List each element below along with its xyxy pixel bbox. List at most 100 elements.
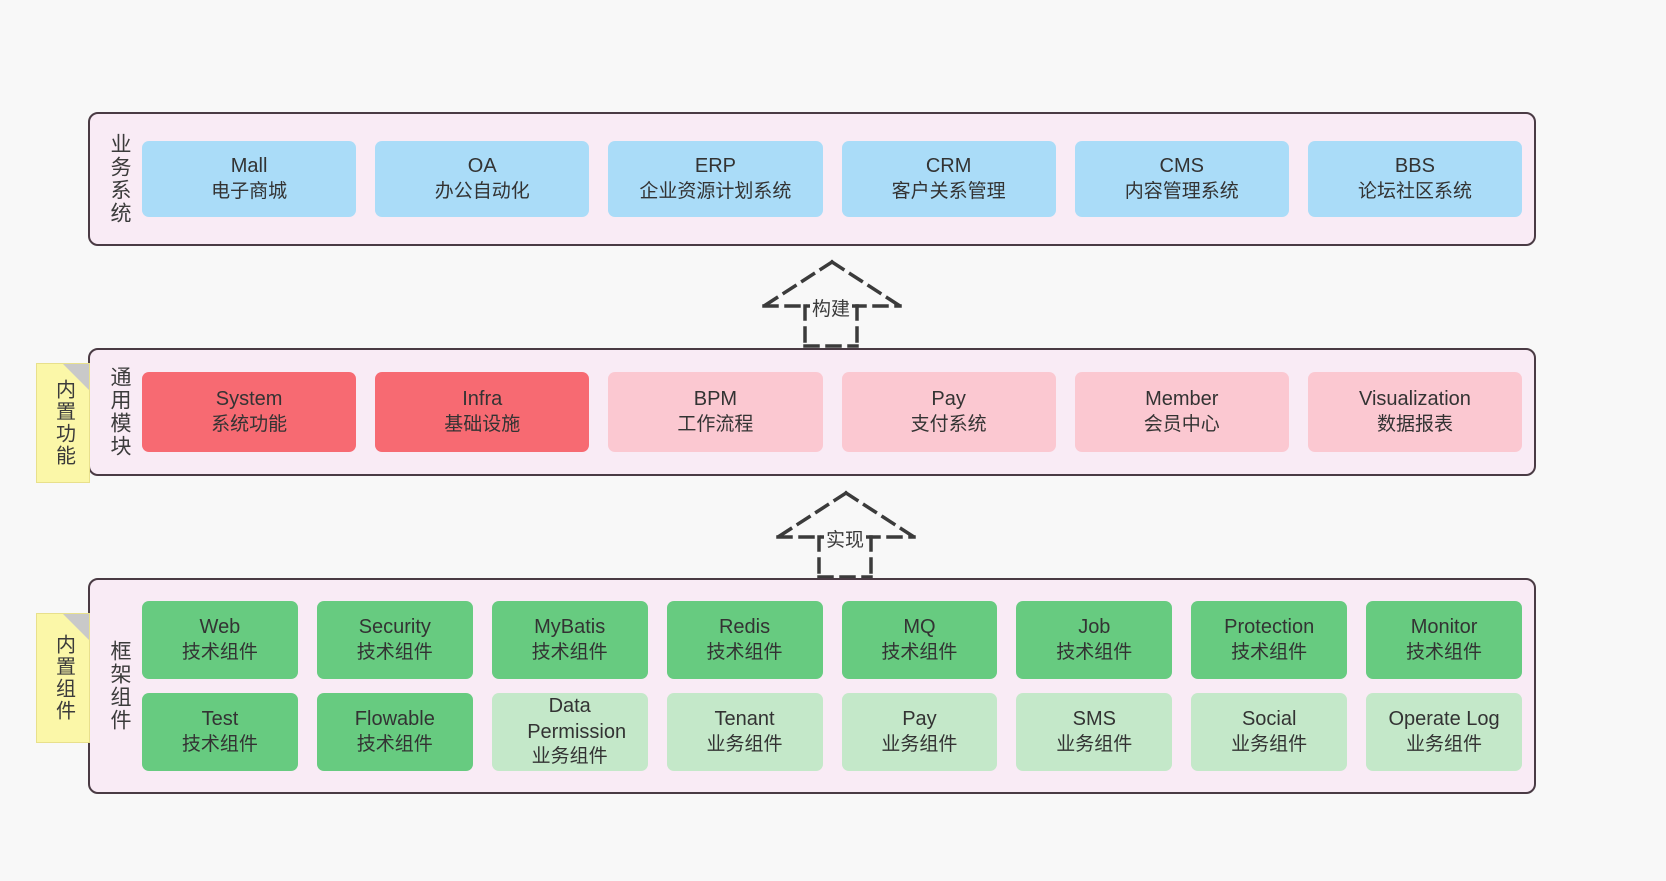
- card-erp-desc: 企业资源计划系统: [639, 180, 792, 202]
- card-flowable-desc: 技术组件: [356, 733, 433, 755]
- framework-card-row-business: Test 技术组件 Flowable 技术组件 Data Permission …: [142, 693, 1522, 771]
- card-mybatis[interactable]: MyBatis 技术组件: [491, 601, 648, 679]
- card-web[interactable]: Web 技术组件: [142, 601, 298, 679]
- layer-framework-component: 框架组件 Web 技术组件 Security 技术组件 MyBatis 技术组件…: [88, 578, 1536, 794]
- card-operate-log-name: Operate Log: [1388, 708, 1500, 731]
- card-protection-name: Protection: [1224, 616, 1315, 639]
- card-social[interactable]: Social 业务组件: [1191, 693, 1348, 771]
- sticky-tab-builtin-features: 内置功能: [36, 363, 90, 483]
- common-card-list: System 系统功能 Infra 基础设施 BPM 工作流程 Pay 支付系统…: [136, 360, 1523, 464]
- card-protection[interactable]: Protection 技术组件: [1191, 601, 1348, 679]
- business-card-list: Mall 电子商城 OA 办公自动化 ERP 企业资源计划系统 CRM 客户关系…: [136, 124, 1523, 234]
- card-bpm[interactable]: BPM 工作流程: [608, 372, 823, 452]
- card-erp-name: ERP: [694, 155, 736, 178]
- sticky-tab-builtin-features-label: 内置功能: [52, 379, 75, 467]
- card-system[interactable]: System 系统功能: [142, 372, 357, 452]
- card-monitor-desc: 技术组件: [1406, 641, 1483, 663]
- card-visualization[interactable]: Visualization 数据报表: [1307, 372, 1523, 452]
- card-crm[interactable]: CRM 客户关系管理: [841, 141, 1056, 217]
- connector-implement: 实现: [771, 489, 921, 579]
- card-bpm-desc: 工作流程: [677, 413, 754, 435]
- card-pay-component[interactable]: Pay 业务组件: [841, 693, 998, 771]
- card-pay-module-name: Pay: [931, 388, 966, 411]
- card-redis-name: Redis: [718, 616, 771, 639]
- business-card-row: Mall 电子商城 OA 办公自动化 ERP 企业资源计划系统 CRM 客户关系…: [142, 141, 1523, 217]
- sticky-tab-builtin-components-label: 内置组件: [52, 634, 75, 722]
- card-flowable-name: Flowable: [354, 708, 435, 731]
- layer-common-module: 通用模块 System 系统功能 Infra 基础设施 BPM 工作流程 Pay…: [88, 348, 1536, 476]
- card-job-desc: 技术组件: [1056, 641, 1133, 663]
- card-infra-name: Infra: [462, 388, 503, 411]
- card-redis[interactable]: Redis 技术组件: [666, 601, 823, 679]
- card-oa-desc: 办公自动化: [434, 180, 530, 202]
- card-mall-name: Mall: [230, 155, 268, 178]
- card-tenant[interactable]: Tenant 业务组件: [666, 693, 823, 771]
- card-mybatis-desc: 技术组件: [531, 641, 608, 663]
- card-cms-name: CMS: [1159, 155, 1204, 178]
- card-tenant-name: Tenant: [714, 708, 775, 731]
- connector-implement-label: 实现: [824, 525, 867, 552]
- card-sms-desc: 业务组件: [1056, 733, 1133, 755]
- card-monitor-name: Monitor: [1410, 616, 1478, 639]
- card-infra[interactable]: Infra 基础设施: [375, 372, 590, 452]
- card-operate-log-desc: 业务组件: [1406, 733, 1483, 755]
- card-social-desc: 业务组件: [1231, 733, 1308, 755]
- card-mall-desc: 电子商城: [211, 180, 288, 202]
- card-security-name: Security: [358, 616, 431, 639]
- card-oa[interactable]: OA 办公自动化: [375, 141, 590, 217]
- connector-build-label: 构建: [810, 294, 853, 321]
- card-security[interactable]: Security 技术组件: [316, 601, 473, 679]
- card-mq-desc: 技术组件: [881, 641, 958, 663]
- card-data-permission-name: Data Permission: [527, 695, 627, 743]
- common-card-row: System 系统功能 Infra 基础设施 BPM 工作流程 Pay 支付系统…: [142, 372, 1523, 452]
- card-data-permission-desc: 业务组件: [531, 746, 608, 768]
- card-cms[interactable]: CMS 内容管理系统: [1074, 141, 1289, 217]
- card-cms-desc: 内容管理系统: [1124, 180, 1239, 202]
- card-visualization-desc: 数据报表: [1376, 413, 1453, 435]
- card-mybatis-name: MyBatis: [534, 616, 606, 639]
- card-bpm-name: BPM: [693, 388, 738, 411]
- card-mq[interactable]: MQ 技术组件: [841, 601, 998, 679]
- card-bbs[interactable]: BBS 论坛社区系统: [1307, 141, 1523, 217]
- card-mall[interactable]: Mall 电子商城: [142, 141, 357, 217]
- card-flowable[interactable]: Flowable 技术组件: [316, 693, 473, 771]
- sticky-tab-builtin-components: 内置组件: [36, 613, 90, 743]
- card-system-name: System: [215, 388, 283, 411]
- card-test-desc: 技术组件: [181, 733, 258, 755]
- card-job[interactable]: Job 技术组件: [1016, 601, 1173, 679]
- card-protection-desc: 技术组件: [1231, 641, 1308, 663]
- card-bbs-desc: 论坛社区系统: [1357, 180, 1472, 202]
- card-test[interactable]: Test 技术组件: [142, 693, 298, 771]
- card-crm-desc: 客户关系管理: [891, 180, 1006, 202]
- layer-title-framework-component: 框架组件: [108, 640, 132, 732]
- card-sms-name: SMS: [1072, 708, 1116, 731]
- framework-card-row-technical: Web 技术组件 Security 技术组件 MyBatis 技术组件 Redi…: [142, 601, 1522, 679]
- layer-business-system: 业务系统 Mall 电子商城 OA 办公自动化 ERP 企业资源计划系统 CRM…: [88, 112, 1536, 246]
- card-erp[interactable]: ERP 企业资源计划系统: [608, 141, 823, 217]
- card-sms[interactable]: SMS 业务组件: [1016, 693, 1173, 771]
- card-test-name: Test: [201, 708, 239, 731]
- layer-title-business-system: 业务系统: [108, 133, 132, 225]
- connector-build: 构建: [757, 258, 907, 348]
- framework-card-list: Web 技术组件 Security 技术组件 MyBatis 技术组件 Redi…: [136, 590, 1522, 782]
- card-member[interactable]: Member 会员中心: [1074, 372, 1289, 452]
- card-bbs-name: BBS: [1394, 155, 1435, 178]
- card-job-name: Job: [1078, 616, 1111, 639]
- card-pay-module[interactable]: Pay 支付系统: [841, 372, 1056, 452]
- card-oa-name: OA: [467, 155, 497, 178]
- card-pay-component-name: Pay: [902, 708, 937, 731]
- card-pay-module-desc: 支付系统: [910, 413, 987, 435]
- card-infra-desc: 基础设施: [444, 413, 521, 435]
- card-data-permission[interactable]: Data Permission 业务组件: [491, 693, 648, 771]
- card-social-name: Social: [1241, 708, 1297, 731]
- card-pay-component-desc: 业务组件: [881, 733, 958, 755]
- card-operate-log[interactable]: Operate Log 业务组件: [1366, 693, 1522, 771]
- card-mq-name: MQ: [903, 616, 936, 639]
- card-member-name: Member: [1145, 388, 1219, 411]
- card-visualization-name: Visualization: [1358, 388, 1471, 411]
- card-monitor[interactable]: Monitor 技术组件: [1366, 601, 1522, 679]
- card-security-desc: 技术组件: [356, 641, 433, 663]
- layer-title-common-module: 通用模块: [108, 366, 132, 458]
- card-system-desc: 系统功能: [211, 413, 288, 435]
